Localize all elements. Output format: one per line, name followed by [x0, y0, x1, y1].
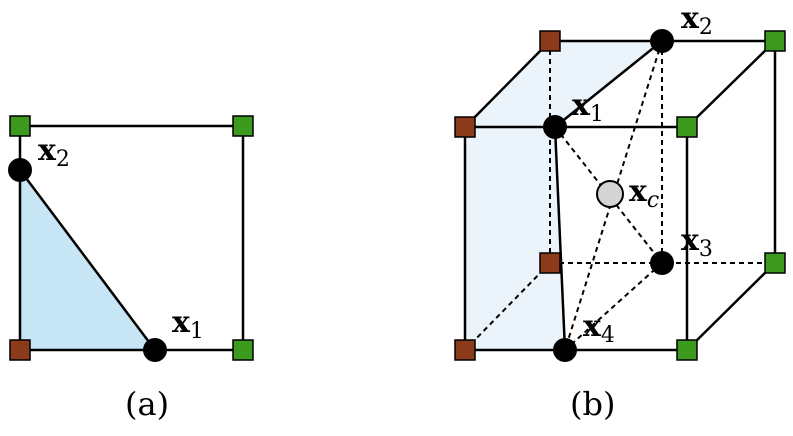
point-x1	[143, 338, 167, 362]
corner-marker-bottom-right	[232, 339, 254, 361]
corner-marker-top-right	[232, 115, 254, 137]
panel-b: x2 x1 xc x3 x4 (b)	[454, 1, 786, 423]
label-x2: x2	[38, 133, 70, 172]
label-xc: xc	[629, 174, 659, 213]
point-x4	[553, 338, 577, 362]
point-x3	[650, 251, 674, 275]
corner-marker-front-bottom-left	[454, 339, 476, 361]
corner-marker-back-bottom-left	[539, 252, 561, 274]
caption-a: (a)	[125, 385, 169, 423]
tetra-edge-x3-x4	[564, 262, 663, 351]
corner-marker-front-bottom-right	[676, 339, 698, 361]
cube-edge	[464, 40, 551, 128]
point-x2	[8, 158, 32, 182]
corner-marker-back-top-right	[764, 30, 786, 52]
panel-a: x2 x1 (a)	[8, 115, 254, 423]
triangle-edge	[19, 169, 156, 351]
caption-b: (b)	[570, 385, 615, 423]
corner-marker-bottom-left	[9, 339, 31, 361]
corner-marker-back-bottom-right	[764, 252, 786, 274]
shaded-region	[465, 41, 662, 350]
corner-marker-top-left	[9, 115, 31, 137]
corner-marker-front-top-left	[454, 116, 476, 138]
point-xc	[596, 180, 624, 208]
square-outline	[18, 124, 245, 352]
tetra-edge-x1-x3	[554, 126, 663, 264]
cube-edge	[686, 40, 776, 128]
point-x2	[650, 29, 674, 53]
label-x2: x2	[681, 1, 713, 40]
label-x1: x1	[172, 305, 204, 344]
tetra-edge-x1-x4	[553, 126, 567, 351]
point-x1	[543, 115, 567, 139]
hidden-edge	[464, 262, 551, 351]
label-x1: x1	[572, 88, 604, 127]
corner-marker-front-top-right	[676, 116, 698, 138]
cube-edge	[686, 262, 776, 351]
corner-marker-back-top-left	[539, 30, 561, 52]
tetra-edge-x1-x2	[554, 40, 663, 128]
label-x4: x4	[583, 309, 615, 348]
label-x3: x3	[681, 223, 713, 262]
